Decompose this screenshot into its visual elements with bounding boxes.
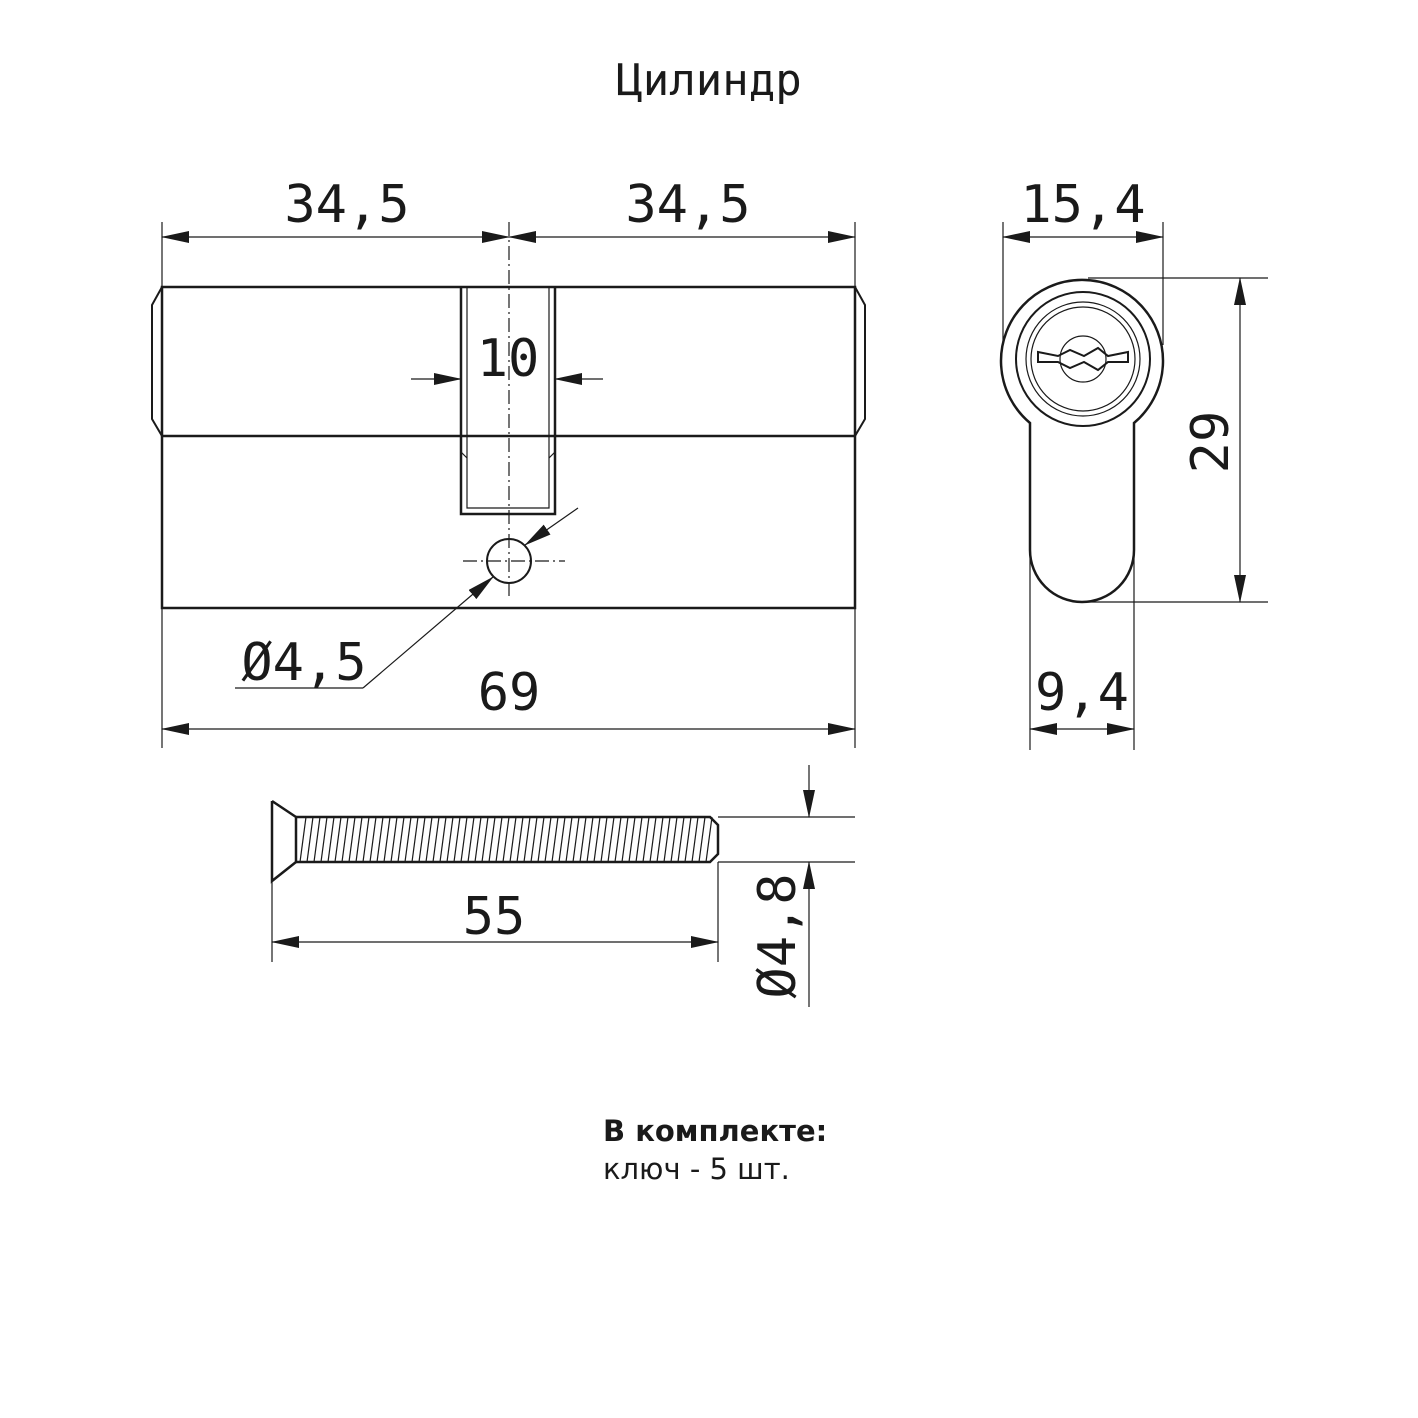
screw-thread-line xyxy=(481,816,489,863)
screw-thread-line xyxy=(649,816,657,863)
screw-thread-line xyxy=(698,816,706,863)
screw-thread-line xyxy=(551,816,559,863)
screw-thread-line xyxy=(628,816,636,863)
screw-thread-line xyxy=(474,816,482,863)
dim-front-height-label: 29 xyxy=(1181,411,1241,474)
dim-front-width-label: 15,4 xyxy=(1020,175,1145,235)
screw-thread-line xyxy=(544,816,552,863)
screw-thread-line xyxy=(327,816,335,863)
dim-right-half: 34,5 xyxy=(625,175,750,235)
screw-thread-line xyxy=(362,816,370,863)
screw-thread-line xyxy=(348,816,356,863)
screw-thread-line xyxy=(677,816,685,863)
screw-thread-line xyxy=(642,816,650,863)
dim-screw-length xyxy=(271,862,719,962)
package-contents-heading: В комплекте: xyxy=(603,1114,828,1148)
dim-total-length xyxy=(161,608,856,748)
screw-thread-line xyxy=(460,816,468,863)
screw-thread-line xyxy=(579,816,587,863)
drawing-title: Цилиндр xyxy=(616,55,801,106)
package-contents: В комплекте: ключ - 5 шт. xyxy=(603,1112,827,1188)
screw-thread-line xyxy=(621,816,629,863)
cylinder-side-view xyxy=(151,222,866,610)
screw-thread-line xyxy=(565,816,573,863)
screw-thread-line xyxy=(369,816,377,863)
screw-thread-line xyxy=(656,816,664,863)
screw-thread-line xyxy=(446,816,454,863)
dim-front-width xyxy=(1002,222,1164,345)
screw-thread-line xyxy=(299,816,307,863)
screw-thread-line xyxy=(691,816,699,863)
screw-thread-line xyxy=(607,816,615,863)
screw-thread-line xyxy=(600,816,608,863)
screw-thread-line xyxy=(523,816,531,863)
dim-total-length-label: 69 xyxy=(478,663,541,723)
package-contents-item: ключ - 5 шт. xyxy=(603,1152,790,1186)
screw-thread-line xyxy=(313,816,321,863)
screw-thread-line xyxy=(341,816,349,863)
dim-hole-diameter-label: Ø4,5 xyxy=(241,633,366,693)
screw-thread-line xyxy=(425,816,433,863)
screw-thread-line xyxy=(383,816,391,863)
screw-thread-line xyxy=(397,816,405,863)
screw-thread-line xyxy=(418,816,426,863)
screw-thread-line xyxy=(530,816,538,863)
screw-thread-line xyxy=(663,816,671,863)
screw-thread-line xyxy=(635,816,643,863)
screw-thread-line xyxy=(705,816,713,863)
screw-thread-line xyxy=(320,816,328,863)
screw-thread-line xyxy=(586,816,594,863)
screw-thread-line xyxy=(355,816,363,863)
screw-thread-line xyxy=(537,816,545,863)
dim-front-bottom-width-label: 9,4 xyxy=(1035,663,1129,723)
screw-thread-line xyxy=(495,816,503,863)
screw-thread-line xyxy=(439,816,447,863)
screw-thread-line xyxy=(467,816,475,863)
keyway-icon xyxy=(1037,346,1129,372)
screw-thread-line xyxy=(404,816,412,863)
screw-thread-line xyxy=(572,816,580,863)
dim-front-bottom-width xyxy=(1029,550,1135,750)
screw-thread-line xyxy=(376,816,384,863)
dim-front-height xyxy=(1088,277,1268,603)
screw-thread-line xyxy=(509,816,517,863)
screw-thread-line xyxy=(516,816,524,863)
screw-thread-line xyxy=(502,816,510,863)
dim-top-halves xyxy=(161,222,856,287)
screw-thread-line xyxy=(558,816,566,863)
screw-thread-line xyxy=(411,816,419,863)
screw-thread-line xyxy=(432,816,440,863)
dim-cam-width-label: 10 xyxy=(477,329,540,389)
screw-thread-line xyxy=(453,816,461,863)
dim-screw-diameter-label: Ø4,8 xyxy=(748,873,808,998)
screw-thread-line xyxy=(684,816,692,863)
dim-screw-diameter xyxy=(718,765,855,1007)
screw-thread-line xyxy=(306,816,314,863)
screw-thread-line xyxy=(390,816,398,863)
mounting-hole xyxy=(486,538,532,584)
screw-thread-line xyxy=(593,816,601,863)
screw-drawing xyxy=(270,799,720,884)
screw-thread-line xyxy=(614,816,622,863)
screw-thread-line xyxy=(488,816,496,863)
screw-thread-line xyxy=(334,816,342,863)
cylinder-front-view xyxy=(999,278,1165,604)
screw-thread-line xyxy=(670,816,678,863)
dim-hole-diameter xyxy=(235,507,579,689)
dim-screw-length-label: 55 xyxy=(463,887,526,947)
dim-left-half: 34,5 xyxy=(284,175,409,235)
